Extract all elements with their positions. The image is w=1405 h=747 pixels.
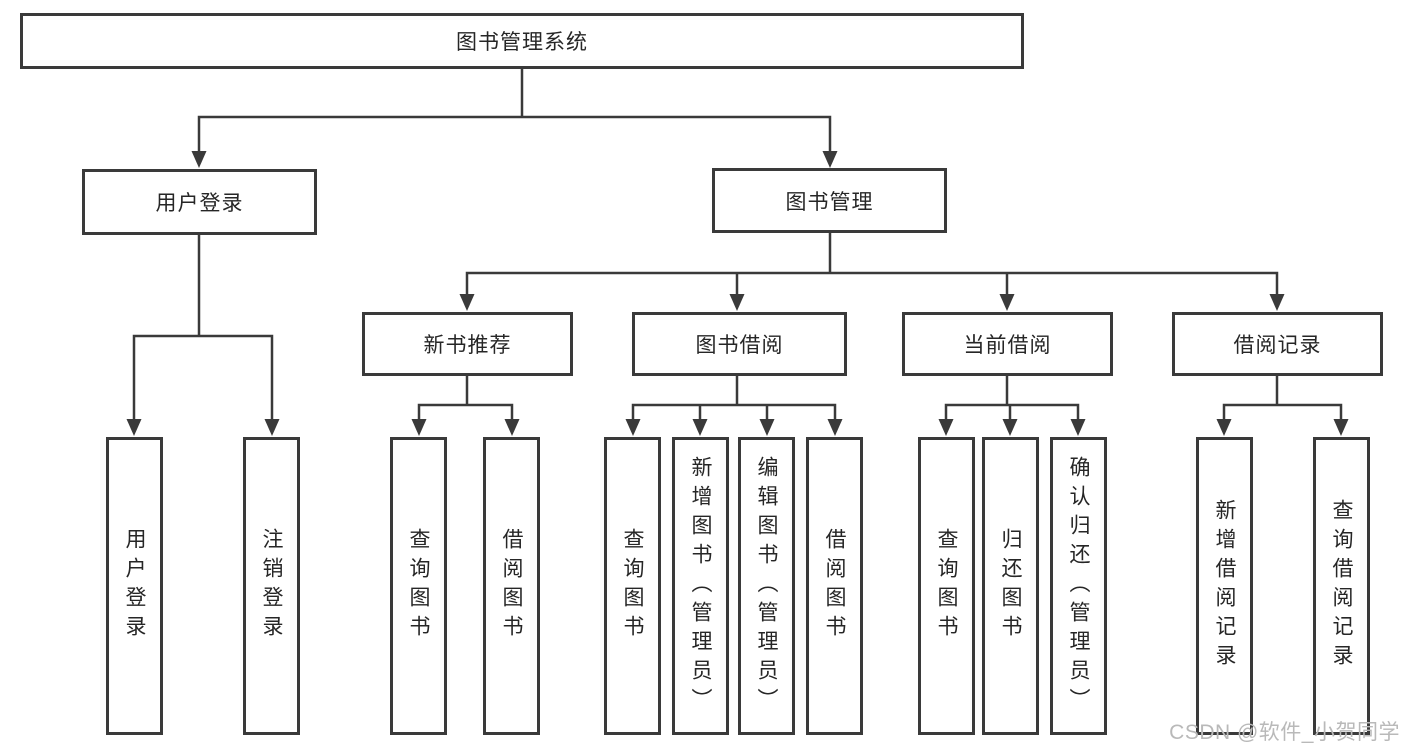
connector-borrow-to-leaves: [625, 376, 843, 436]
leaf-add-borrowing-record: 新增借阅记录: [1196, 437, 1253, 735]
connector-root-to-level2: [191, 69, 838, 168]
leaf-borrow-books-recommend: 借阅图书: [483, 437, 540, 735]
leaf-query-books-recommend: 查询图书: [390, 437, 447, 735]
leaf-query-borrowing-record: 查询借阅记录: [1313, 437, 1370, 735]
node-current-borrowing: 当前借阅: [902, 312, 1113, 376]
node-book-management: 图书管理: [712, 168, 947, 233]
leaf-query-books-current: 查询图书: [918, 437, 975, 735]
connector-current-to-leaves: [938, 376, 1086, 436]
node-book-borrowing: 图书借阅: [632, 312, 847, 376]
connector-records-to-leaves: [1216, 376, 1349, 436]
connector-recommend-to-leaves: [411, 376, 520, 436]
node-user-login: 用户登录: [82, 169, 317, 235]
leaf-query-books-borrowing: 查询图书: [604, 437, 661, 735]
leaf-edit-books-admin: 编辑图书（管理员）: [738, 437, 795, 735]
leaf-add-books-admin: 新增图书（管理员）: [672, 437, 729, 735]
node-library-management-system: 图书管理系统: [20, 13, 1024, 69]
csdn-watermark: CSDN @软件_小贺同学: [1169, 721, 1400, 744]
leaf-user-login: 用户登录: [106, 437, 163, 735]
leaf-confirm-return-admin: 确认归还（管理员）: [1050, 437, 1107, 735]
leaf-logout-login: 注销登录: [243, 437, 300, 735]
connector-userlogin-to-leaves: [126, 235, 280, 436]
connector-bookmgmt-to-level3: [459, 233, 1285, 311]
leaf-borrow-books-borrowing: 借阅图书: [806, 437, 863, 735]
node-borrowing-records: 借阅记录: [1172, 312, 1383, 376]
node-new-book-recommendation: 新书推荐: [362, 312, 573, 376]
leaf-return-books: 归还图书: [982, 437, 1039, 735]
